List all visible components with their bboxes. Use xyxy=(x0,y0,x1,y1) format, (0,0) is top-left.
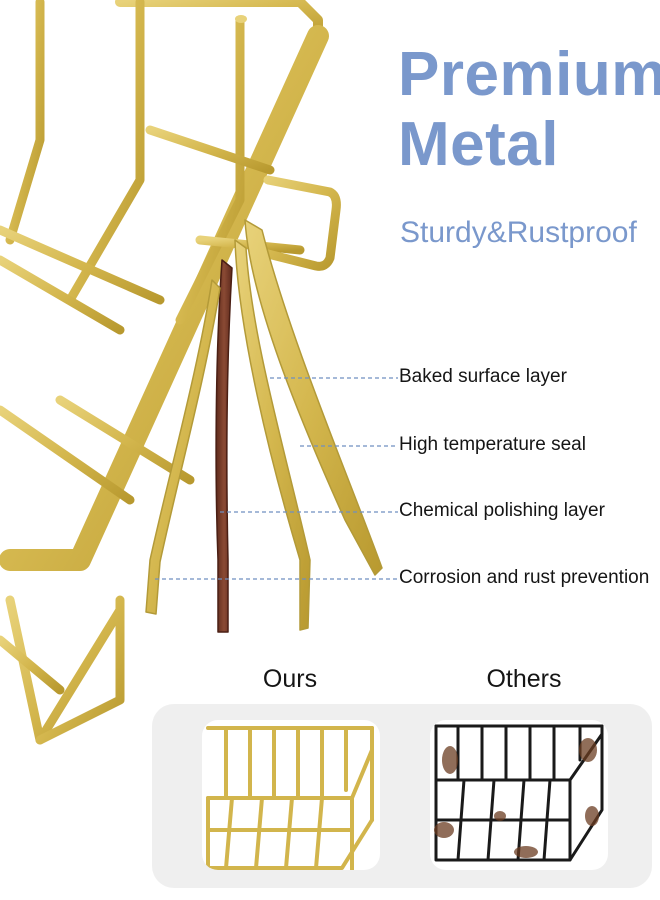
ours-basket-image xyxy=(202,720,380,870)
layer-label-chemical-polishing: Chemical polishing layer xyxy=(399,500,605,521)
comparison-label-ours: Ours xyxy=(262,665,318,693)
gold-basket-icon xyxy=(206,726,374,870)
others-basket-image xyxy=(430,720,608,870)
layer-label-corrosion-prevention: Corrosion and rust prevention xyxy=(399,567,650,588)
title-line-1: Premium xyxy=(398,40,660,109)
layer-label-baked-surface: Baked surface layer xyxy=(399,366,567,387)
layer-label-high-temperature-seal: High temperature seal xyxy=(399,434,586,455)
rusty-basket-icon xyxy=(434,724,604,862)
subtitle: Sturdy&Rustproof xyxy=(400,216,637,249)
comparison-label-others: Others xyxy=(486,665,562,693)
title-line-2: Metal xyxy=(398,110,559,179)
page-title: Premium Metal xyxy=(398,40,660,180)
